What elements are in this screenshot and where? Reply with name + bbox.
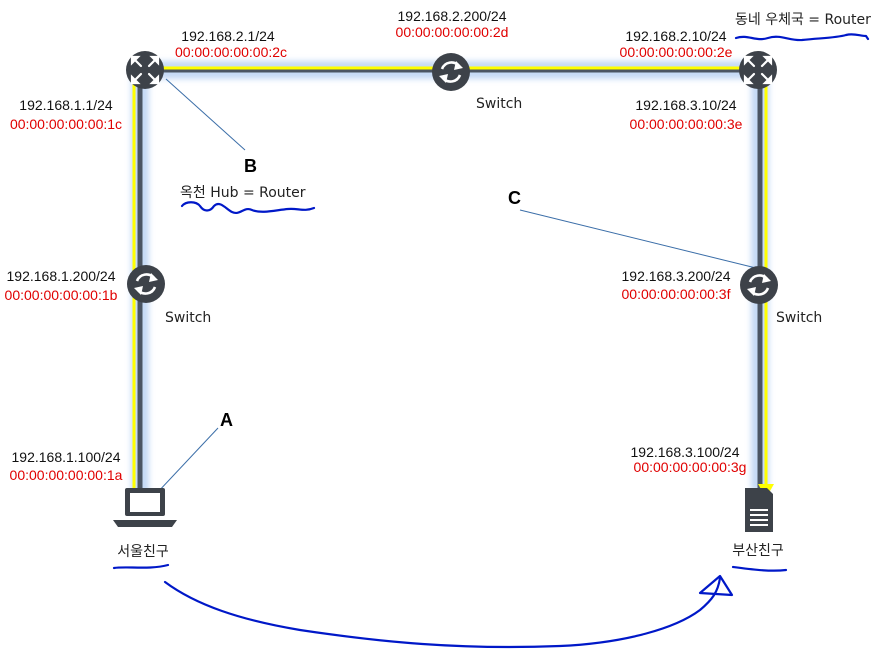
server[interactable] [745, 488, 773, 532]
underline-router-note [734, 33, 870, 42]
switch-right[interactable] [740, 266, 778, 304]
laptop[interactable] [113, 488, 177, 527]
laptop-ip: 192.168.1.100/24 [12, 449, 121, 465]
router-right-mac-bottom: 00:00:00:00:00:3e [630, 116, 743, 132]
router-left-ip-bottom: 192.168.1.1/24 [19, 97, 113, 113]
underline-server-label [731, 565, 788, 572]
callout-a-letter: A [220, 410, 233, 430]
router-right-ip-top: 192.168.2.10/24 [625, 28, 726, 44]
switch-icon [432, 53, 470, 91]
router-icon [739, 51, 777, 89]
switch-right-mac: 00:00:00:00:00:3f [622, 286, 731, 302]
switch-top-mac: 00:00:00:00:00:2d [396, 24, 509, 40]
laptop-label: 서울친구 [117, 544, 169, 560]
router-right-mac-top: 00:00:00:00:00:2e [620, 44, 733, 60]
router-left[interactable] [126, 51, 164, 89]
callout-c-letter: C [508, 188, 521, 208]
router-right-ip-bottom: 192.168.3.10/24 [635, 97, 736, 113]
transfer-arrowhead [698, 574, 734, 597]
underline-hub-note [180, 201, 316, 214]
underline-laptop-label [112, 563, 170, 570]
switch-icon [740, 266, 778, 304]
callout-c-line [519, 209, 757, 269]
router-left-mac-top: 00:00:00:00:00:2c [175, 44, 287, 60]
laptop-icon [113, 488, 177, 527]
switch-top-label: Switch [476, 96, 522, 112]
switch-top[interactable] [432, 53, 470, 91]
transfer-arrow [163, 576, 722, 649]
callout-b-note: 옥천 Hub = Router [180, 185, 306, 201]
server-label: 부산친구 [732, 543, 784, 559]
switch-icon [127, 265, 165, 303]
switch-left[interactable] [127, 265, 165, 303]
server-mac: 00:00:00:00:00:3g [634, 459, 747, 475]
handwritten-annotations [112, 33, 870, 649]
switch-right-ip: 192.168.3.200/24 [622, 268, 731, 284]
switch-left-ip: 192.168.1.200/24 [7, 268, 116, 284]
callout-b-line [165, 78, 246, 151]
router-left-mac-bottom: 00:00:00:00:00:1c [10, 116, 122, 132]
laptop-mac: 00:00:00:00:00:1a [10, 467, 123, 483]
router-right-note: 동네 우체국 = Router [735, 12, 871, 28]
router-icon [126, 51, 164, 89]
server-ip: 192.168.3.100/24 [631, 444, 740, 460]
server-icon [745, 488, 773, 532]
callout-b-letter: B [244, 156, 257, 176]
switch-left-label: Switch [165, 310, 211, 326]
router-right[interactable] [739, 51, 777, 89]
router-left-ip-top: 192.168.2.1/24 [181, 28, 275, 44]
switch-top-ip: 192.168.2.200/24 [398, 8, 507, 24]
switch-left-mac: 00:00:00:00:00:1b [5, 287, 118, 303]
switch-right-label: Switch [776, 310, 822, 326]
